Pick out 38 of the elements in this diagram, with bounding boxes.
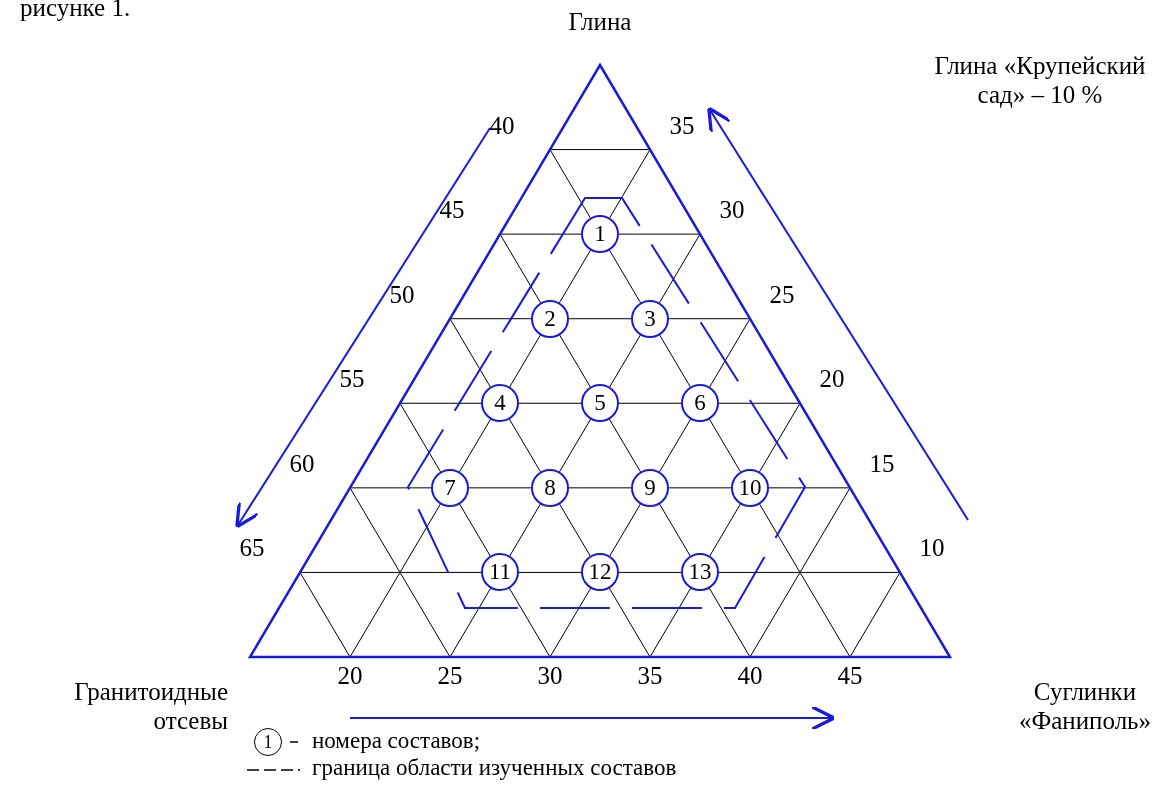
vertex-label: Глина (568, 8, 632, 37)
axis-tick-label: 30 (537, 662, 563, 691)
axis-tick-label: 30 (719, 196, 745, 225)
composition-number-circle: 11 (481, 553, 519, 592)
vertex-label: Глина «Крупейский сад» – 10 % (933, 52, 1147, 110)
composition-number-circle: 13 (681, 553, 719, 592)
composition-number-circle: 12 (581, 553, 619, 592)
axis-tick-label: 20 (819, 365, 845, 394)
composition-number-circle: 2 (531, 299, 569, 338)
legend-text: номера составов; (312, 728, 481, 755)
axis-tick-label: 60 (289, 449, 315, 479)
axis-tick-label: 35 (637, 662, 663, 691)
composition-number-circle: 6 (681, 384, 719, 423)
composition-number-circle: 1 (581, 215, 619, 254)
axis-tick-label: 20 (337, 662, 363, 691)
axis-tick-label: 10 (919, 534, 945, 564)
axis-tick-label: 15 (869, 449, 895, 479)
axis-tick-label: 45 (439, 196, 465, 225)
composition-number-circle: 10 (731, 468, 769, 507)
composition-number-circle: 7 (431, 468, 469, 507)
vertex-label: Суглинки «Фаниполь» (1018, 678, 1152, 736)
text-fragment: рисунке 1. (20, 0, 131, 23)
composition-number-circle: 4 (481, 384, 519, 423)
vertex-label: Гранитоидные отсевы (73, 678, 228, 736)
composition-number-circle: 5 (581, 384, 619, 423)
legend-text: граница области изученных составов (312, 755, 677, 782)
axis-tick-label: 35 (669, 111, 695, 141)
axis-tick-label: 40 (489, 111, 515, 141)
composition-number-circle: 3 (631, 299, 669, 338)
axis-tick-label: 55 (339, 365, 365, 394)
axis-tick-label: 45 (837, 662, 863, 691)
axis-tick-label: 40 (737, 662, 763, 691)
axis-tick-label: 65 (239, 534, 265, 564)
axis-tick-label: 25 (769, 280, 795, 310)
axis-tick-label: 25 (437, 662, 463, 691)
axis-tick-label: 50 (389, 280, 415, 310)
composition-number-circle: 8 (531, 468, 569, 507)
composition-number-circle: 9 (631, 468, 669, 507)
